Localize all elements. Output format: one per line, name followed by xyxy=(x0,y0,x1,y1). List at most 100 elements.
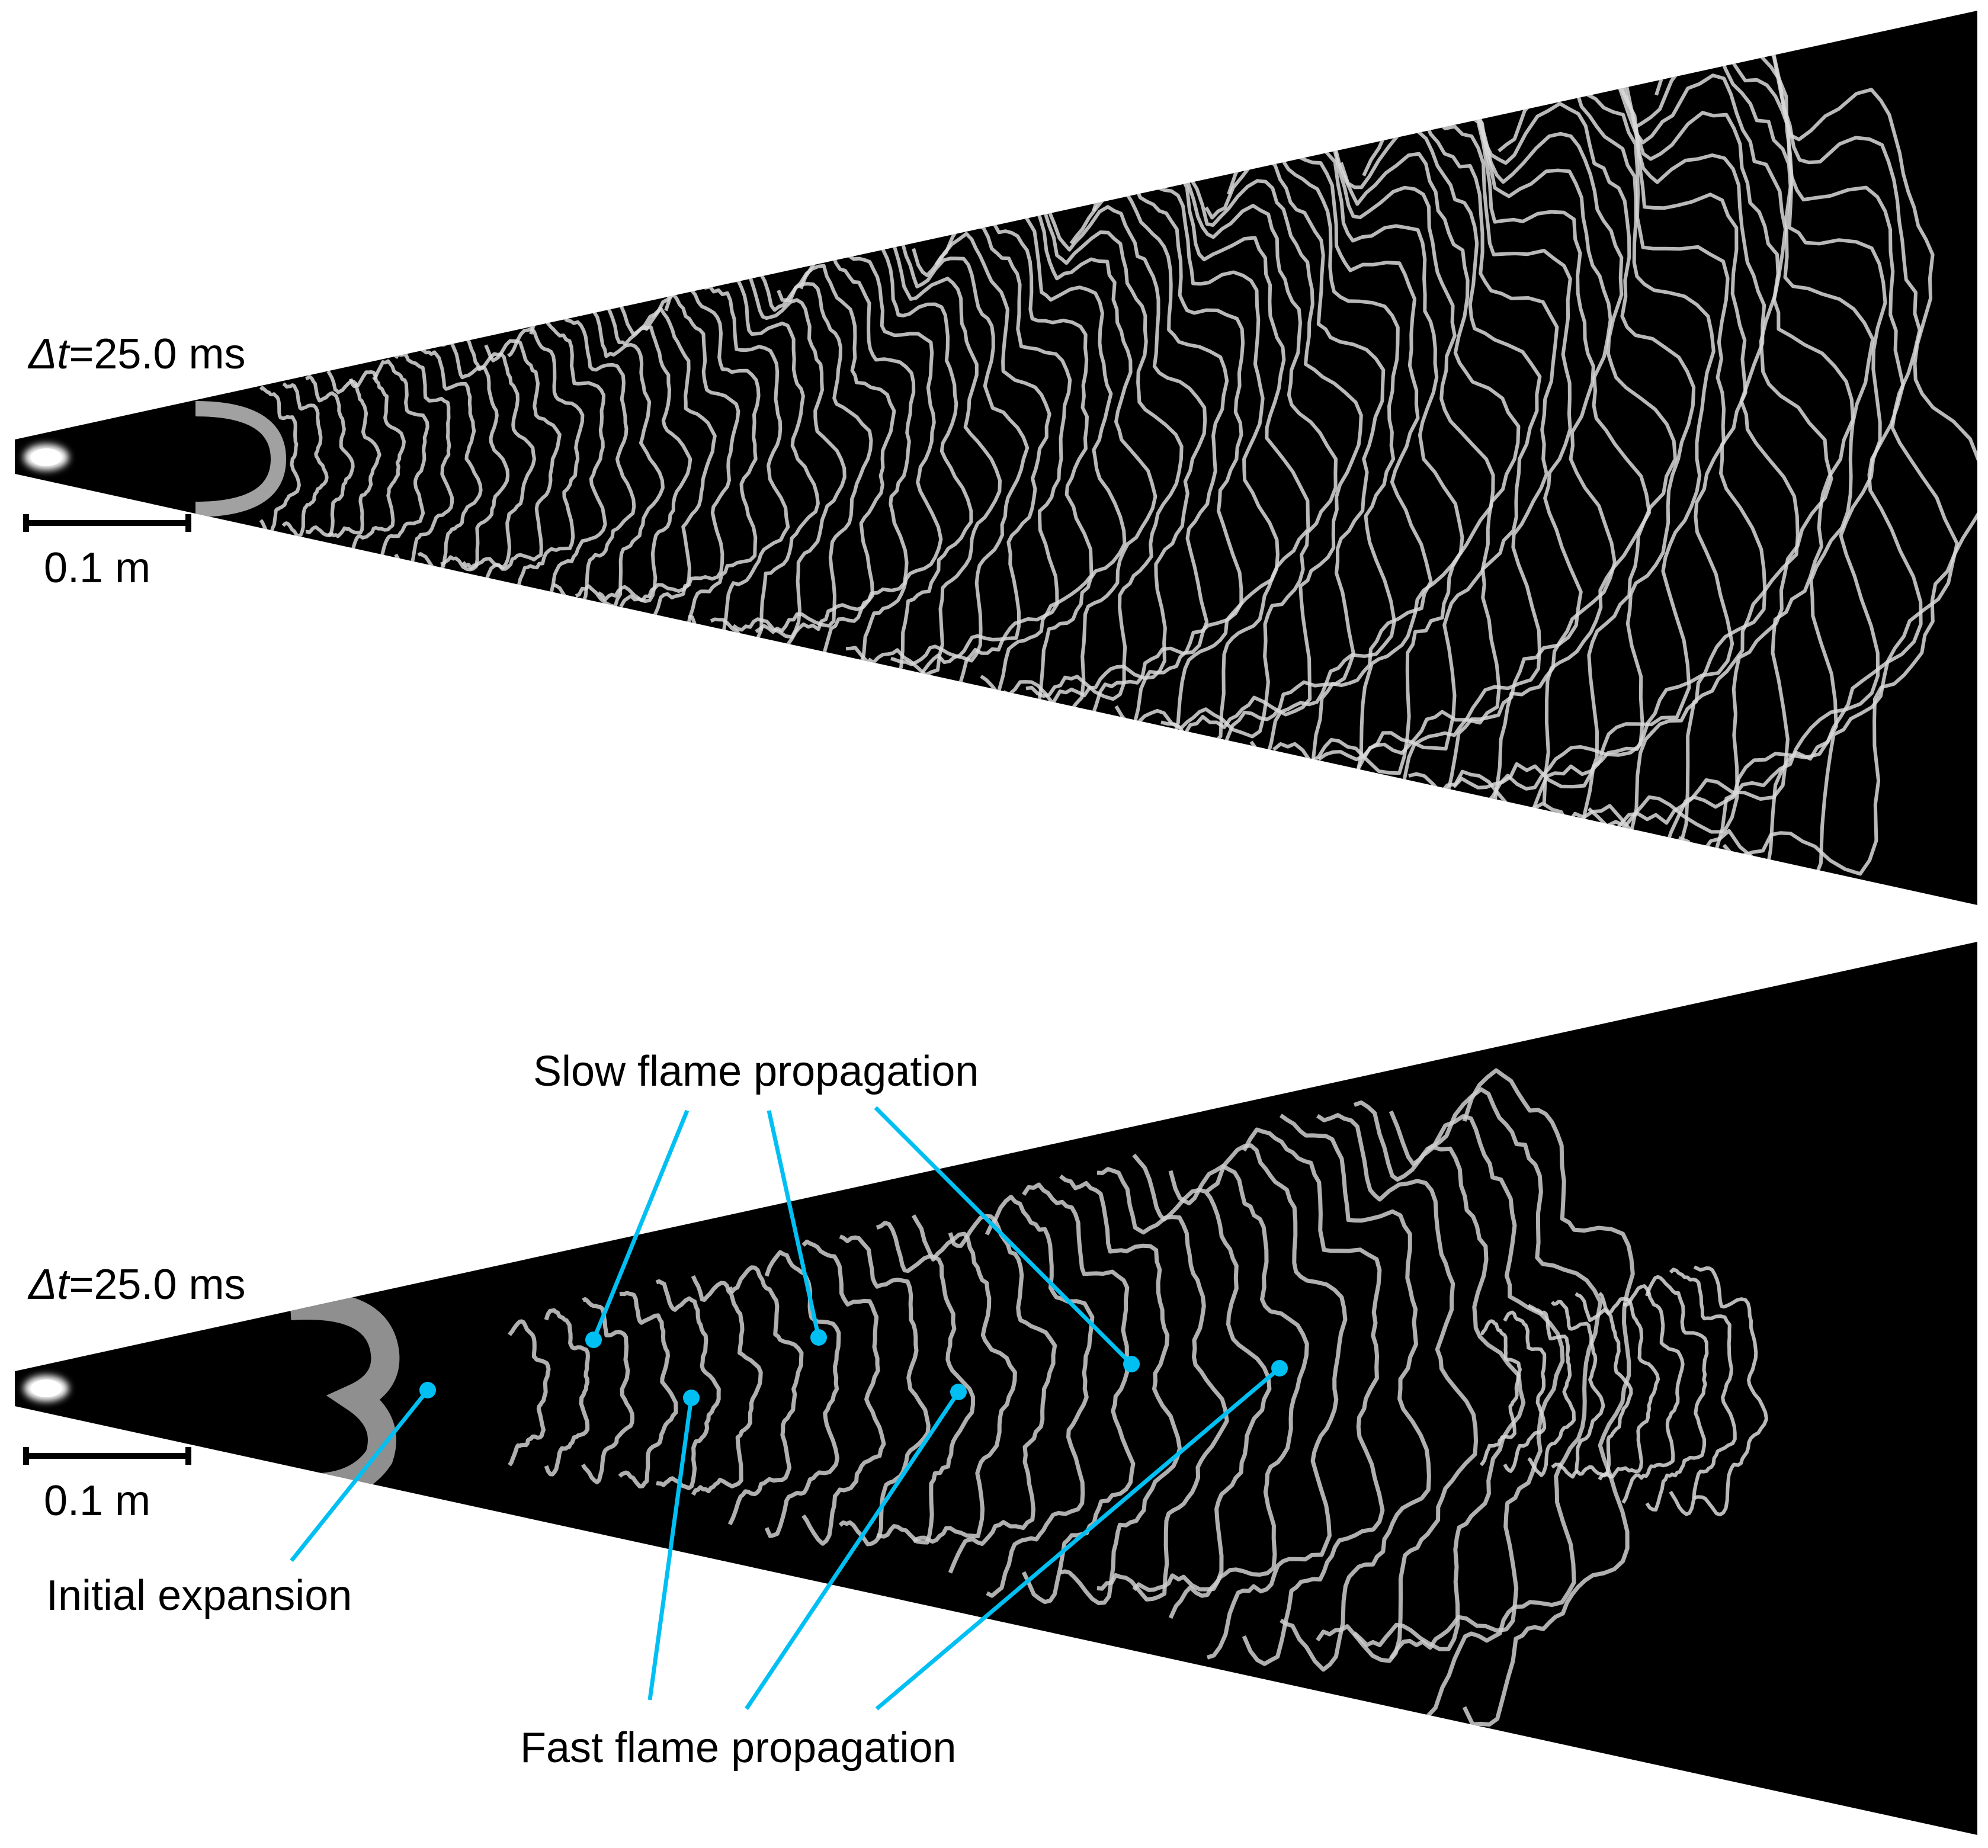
flame-front-contour xyxy=(1588,47,1833,834)
bottom-time-step: Δt=25.0 ms xyxy=(27,1261,245,1308)
flame-front-contour xyxy=(1160,156,1338,739)
fast-leader-1 xyxy=(647,1397,694,1701)
flame-front-contour xyxy=(822,240,943,689)
flame-front-contour xyxy=(1242,1127,1385,1666)
flame-front-contour xyxy=(1249,128,1433,807)
flame-front-contour xyxy=(1317,116,1521,762)
flame-front-contour xyxy=(1316,1113,1478,1663)
flame-front-contour xyxy=(1564,57,1800,858)
flame-front-contour xyxy=(1279,1114,1431,1672)
slow-marker-3 xyxy=(1123,1356,1140,1372)
fast-leader-3 xyxy=(875,1366,1281,1711)
flame-front-contour xyxy=(1598,1292,1660,1481)
flame-front-contour xyxy=(1519,62,1734,880)
flame-front-contour xyxy=(1182,162,1363,738)
flame-front-contour xyxy=(1295,117,1495,775)
flame-front-contour xyxy=(655,1279,721,1490)
flame-front-contour xyxy=(1069,188,1229,764)
flame-front-contour xyxy=(484,339,562,582)
flame-front-contour xyxy=(1527,1304,1576,1477)
flame-front-contour xyxy=(867,230,1002,677)
flame-front-contour xyxy=(980,198,1127,725)
flame-front-contour xyxy=(1503,1310,1547,1473)
flame-front-contour xyxy=(1693,1265,1768,1517)
flame-front-contour xyxy=(1272,131,1464,793)
flame-front-contour xyxy=(1431,88,1651,814)
top-chamber xyxy=(15,11,1977,905)
initial-expansion-label: Initial expansion xyxy=(46,1572,352,1619)
top-scale-bar xyxy=(23,514,191,532)
flame-front-contour xyxy=(799,249,916,687)
flame-front-contour xyxy=(934,218,1072,726)
fast-marker-3 xyxy=(1271,1360,1288,1377)
flame-front-contour xyxy=(372,359,429,567)
flame-front-contour xyxy=(1205,1143,1348,1660)
flame-front-contour xyxy=(1632,43,1875,905)
slow-leader-1 xyxy=(591,1109,690,1341)
top-time-step: Δt=25.0 ms xyxy=(27,331,245,378)
flame-front-contour xyxy=(1168,1164,1309,1619)
flame-front-contour xyxy=(1047,205,1207,717)
flame-front-contour xyxy=(1474,101,1696,825)
flame-front-contour xyxy=(691,1275,763,1496)
fast-marker-1 xyxy=(683,1390,700,1406)
flame-front-contour xyxy=(1339,129,1542,809)
flame-front-contour xyxy=(957,204,1094,727)
flame-front-contour xyxy=(619,304,717,608)
flame-front-contour xyxy=(911,1214,1017,1544)
slow-leader-3 xyxy=(874,1106,1133,1366)
slow-marker-1 xyxy=(585,1332,602,1348)
top-scale-label: 0.1 m xyxy=(44,544,150,592)
slow-marker-2 xyxy=(810,1329,827,1346)
flame-front-contour xyxy=(1227,136,1400,806)
slow-flame-label: Slow flame propagation xyxy=(533,1048,979,1095)
flame-front-contour xyxy=(1114,164,1280,766)
top-initial-kernel-front xyxy=(195,401,287,517)
flame-front-contour xyxy=(838,1234,931,1547)
flame-front-contour xyxy=(1426,1087,1603,1718)
flame-front-contour xyxy=(1362,104,1559,840)
flame-front-contour xyxy=(1722,14,1977,876)
bottom-panel: Δt=25.0 ms 0.1 m Slow flame propagati xyxy=(15,942,1977,1835)
bottom-flame-fronts xyxy=(508,1068,1768,1727)
flame-front-contour xyxy=(1479,1319,1522,1467)
flame-front-contour xyxy=(889,223,1030,666)
flame-front-contour xyxy=(259,386,301,534)
flame-front-contour xyxy=(801,1239,886,1546)
flame-front-contour xyxy=(544,1308,590,1477)
top-panel: Δt=25.0 ms 0.1 m xyxy=(15,11,1977,905)
flame-front-contour xyxy=(507,326,585,605)
fast-leader-2 xyxy=(745,1391,960,1710)
flame-front-contour xyxy=(581,1297,634,1484)
flame-front-contour xyxy=(1621,1284,1685,1504)
flame-front-contour xyxy=(1669,1268,1737,1516)
flame-front-contour xyxy=(394,352,454,572)
flame-front-contour xyxy=(845,237,973,685)
flame-front-contour xyxy=(754,263,873,634)
flame-front-contour xyxy=(1462,1068,1635,1727)
flame-front-contour xyxy=(1407,90,1617,830)
bottom-scale-label: 0.1 m xyxy=(44,1477,150,1525)
bottom-chamber xyxy=(15,942,1977,1835)
top-flame-fronts xyxy=(259,14,1977,905)
flame-front-contour xyxy=(552,310,636,613)
flame-front-contour xyxy=(664,283,761,647)
flame-front-contour xyxy=(281,382,329,538)
flame-front-contour xyxy=(618,1291,678,1488)
flame-front-contour xyxy=(1389,1110,1565,1660)
flame-front-contour xyxy=(732,266,846,639)
fast-marker-2 xyxy=(950,1384,967,1400)
flame-front-contour xyxy=(1002,200,1157,716)
flame-front-contour xyxy=(1645,1275,1709,1512)
flame-front-contour xyxy=(575,309,665,609)
flame-front-contour xyxy=(1550,1300,1605,1479)
flame-front-contour xyxy=(1700,24,1959,902)
flame-front-contour xyxy=(1609,68,1855,839)
flame-front-contour xyxy=(1092,175,1245,767)
flame-front-contour xyxy=(417,345,483,573)
flame-front-contour xyxy=(1021,1182,1136,1605)
flame-front-contour xyxy=(440,341,510,572)
initial-marker xyxy=(419,1382,436,1398)
flame-front-contour xyxy=(876,1221,975,1545)
